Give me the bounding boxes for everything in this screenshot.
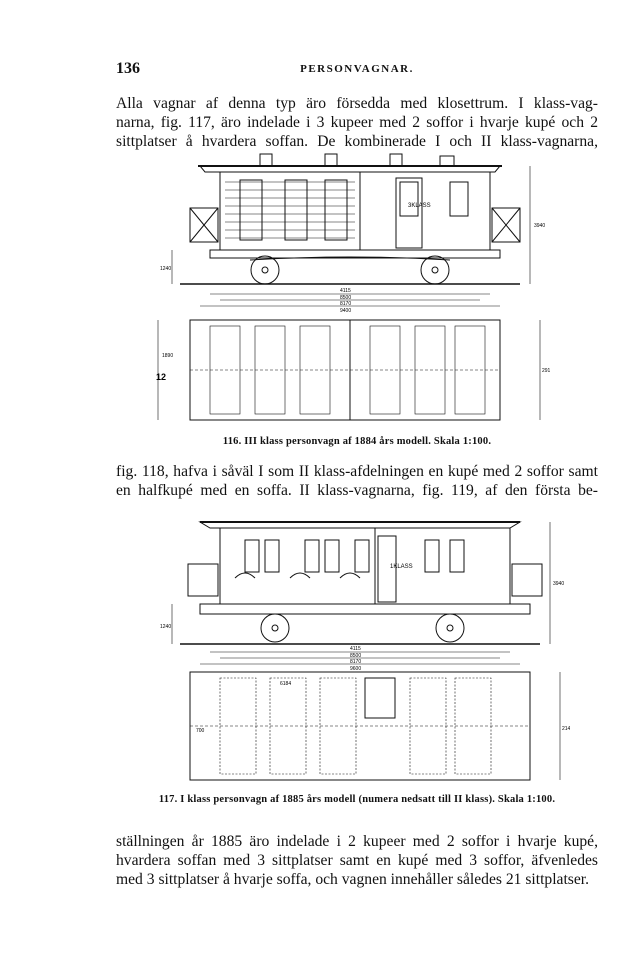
dim-label: 6184 [280,681,291,687]
text-line: med 3 sittplatser å hvarje soffa, och va… [116,871,590,888]
dim-label: 8170 [350,659,361,665]
dim-label: 8500 [350,653,361,659]
running-title: PERSONVAGNAR. [300,63,414,75]
dim-label: 1890 [162,353,173,359]
dim-label: 700 [196,728,205,734]
paragraph-2: fig. 118, hafva i såväl I som II klass-a… [116,462,598,500]
text-line: sittplatser å hvardera soffan. De kombin… [116,133,598,150]
text-line: fig. 118, hafva i såväl I som II klass-a… [116,463,598,480]
dim-label: 1240 [160,266,171,272]
text-line: hvardera soffan med 3 sittplatser samt e… [116,852,598,869]
text-line: Alla vagnar af denna typ äro försedda me… [116,95,598,112]
dim-label: 3940 [534,223,545,229]
dim-label: 2140 [562,726,570,732]
dim-label: 9600 [350,666,361,672]
paragraph-1: Alla vagnar af denna typ äro försedda me… [116,94,598,151]
class-mark: 3KLASS [408,203,431,209]
text-line: narna, fig. 117, äro indelade i 3 kupeer… [116,114,598,131]
text-line: en halfkupé med en soffa. II klass-vagna… [116,482,598,499]
page-number: 136 [116,60,140,77]
dim-label: 4115 [340,288,351,294]
text-line: ställningen år 1885 äro indelade i 2 kup… [116,833,598,850]
dim-label: 4115 [350,646,361,652]
figure-116-drawing: 3KLASS 4115 8500 8170 9400 3940 1240 291… [156,153,550,421]
figure-117-drawing: 1KLASS 4115 8500 8170 9600 3940 1240 214… [160,521,570,781]
figure-116-caption: 116. III klass personvagn af 1884 års mo… [222,436,492,447]
dim-label: 2910 [542,368,550,374]
paragraph-3: ställningen år 1885 äro indelade i 2 kup… [116,832,598,889]
dim-label: 1240 [160,624,171,630]
dim-label: 8170 [340,301,351,307]
dim-label: 3940 [553,581,564,587]
class-mark: 1KLASS [390,564,413,570]
figure-117-caption: 117. I klass personvagn af 1885 års mode… [158,794,556,805]
dim-label: 8500 [340,295,351,301]
margin-number: 12 [156,372,166,382]
page-header: 136 PERSONVAGNAR. [116,60,598,82]
dim-label: 9400 [340,308,351,314]
